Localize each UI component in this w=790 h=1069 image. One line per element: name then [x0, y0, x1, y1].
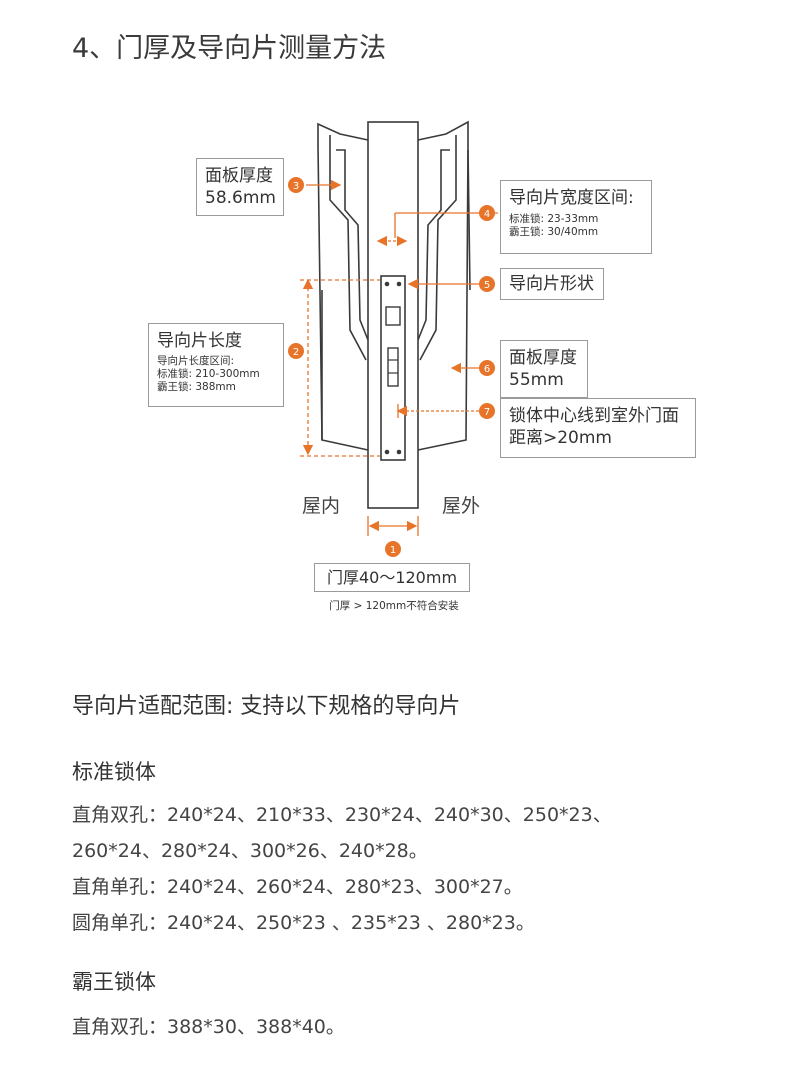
- callout-text: 面板厚度: [205, 166, 273, 186]
- callout-panel-thickness-outdoor: 面板厚度 55mm: [500, 340, 588, 398]
- indoor-label: 屋内: [302, 495, 341, 517]
- guide-plate: [380, 275, 406, 461]
- screw-hole: [384, 449, 390, 455]
- svg-text:6: 6: [484, 364, 490, 375]
- callout-centerline-distance: 锁体中心线到室外门面 距离>20mm: [500, 398, 696, 458]
- spec-line: 直角双孔：240*24、210*33、230*24、240*30、250*23、: [72, 804, 612, 826]
- callout-panel-thickness-indoor: 面板厚度 58.6mm: [196, 158, 284, 216]
- spec-line: 260*24、280*24、300*26、240*28。: [72, 840, 428, 862]
- svg-text:3: 3: [293, 181, 299, 192]
- outdoor-label: 屋外: [442, 495, 481, 517]
- callout-text: 导向片长度: [157, 331, 242, 351]
- callout-text: 导向片长度区间:: [157, 355, 235, 367]
- svg-text:2: 2: [293, 347, 299, 358]
- badge-5: 5: [479, 276, 495, 292]
- callout-text: 霸王锁: 388mm: [157, 381, 236, 393]
- standard-lock-title: 标准锁体: [72, 760, 156, 784]
- outdoor-handle-panel: [417, 120, 471, 451]
- compatibility-heading: 导向片适配范围: 支持以下规格的导向片: [72, 694, 461, 719]
- screw-hole: [396, 449, 402, 455]
- door-thickness-note: 门厚 > 120mm不符合安装: [329, 600, 459, 612]
- callout-text: 标准锁: 23-33mm: [509, 213, 599, 225]
- callout-text: 锁体中心线到室外门面: [509, 406, 679, 426]
- callout-guide-plate-width: 导向片宽度区间: 标准锁: 23-33mm 霸王锁: 30/40mm: [500, 180, 652, 254]
- callout-text: 55mm: [509, 370, 564, 390]
- badge-2: 2: [288, 343, 304, 359]
- callout-guide-plate-shape: 导向片形状: [500, 268, 604, 300]
- bawang-lock-title: 霸王锁体: [72, 970, 156, 994]
- callout-text: 面板厚度: [509, 348, 577, 368]
- latch-hole: [385, 306, 401, 326]
- badge-4: 4: [479, 205, 495, 221]
- spec-line: 直角单孔：240*24、260*24、280*23、300*27。: [72, 876, 523, 898]
- callout-text: 58.6mm: [205, 188, 276, 208]
- badge-6: 6: [479, 360, 495, 376]
- indoor-handle-panel: [317, 122, 369, 451]
- badge-7: 7: [479, 403, 495, 419]
- svg-text:1: 1: [390, 545, 396, 556]
- badge-3: 3: [288, 177, 304, 193]
- screw-hole: [384, 281, 390, 287]
- badge-1: 1: [385, 541, 401, 557]
- svg-text:4: 4: [484, 209, 490, 220]
- callout-text: 霸王锁: 30/40mm: [509, 226, 599, 238]
- svg-text:7: 7: [484, 407, 490, 418]
- page-title: 4、门厚及导向片测量方法: [72, 33, 387, 64]
- door-thickness-label: 门厚40～120mm: [314, 563, 470, 592]
- lock-diagram: 3 4 5 2 6 7 1: [288, 120, 498, 557]
- bolt-hole: [387, 347, 399, 387]
- callout-guide-plate-length: 导向片长度 导向片长度区间: 标准锁: 210-300mm 霸王锁: 388mm: [148, 323, 284, 407]
- spec-line: 圆角单孔：240*24、250*23 、235*23 、280*23。: [72, 912, 535, 934]
- svg-text:5: 5: [484, 280, 490, 291]
- callout-text: 标准锁: 210-300mm: [157, 368, 260, 380]
- callout-text: 导向片形状: [509, 274, 594, 294]
- screw-hole: [396, 281, 402, 287]
- callout-text: 导向片宽度区间:: [509, 188, 634, 208]
- spec-line: 直角双孔：388*30、388*40。: [72, 1016, 345, 1038]
- callout-text: 距离>20mm: [509, 428, 612, 448]
